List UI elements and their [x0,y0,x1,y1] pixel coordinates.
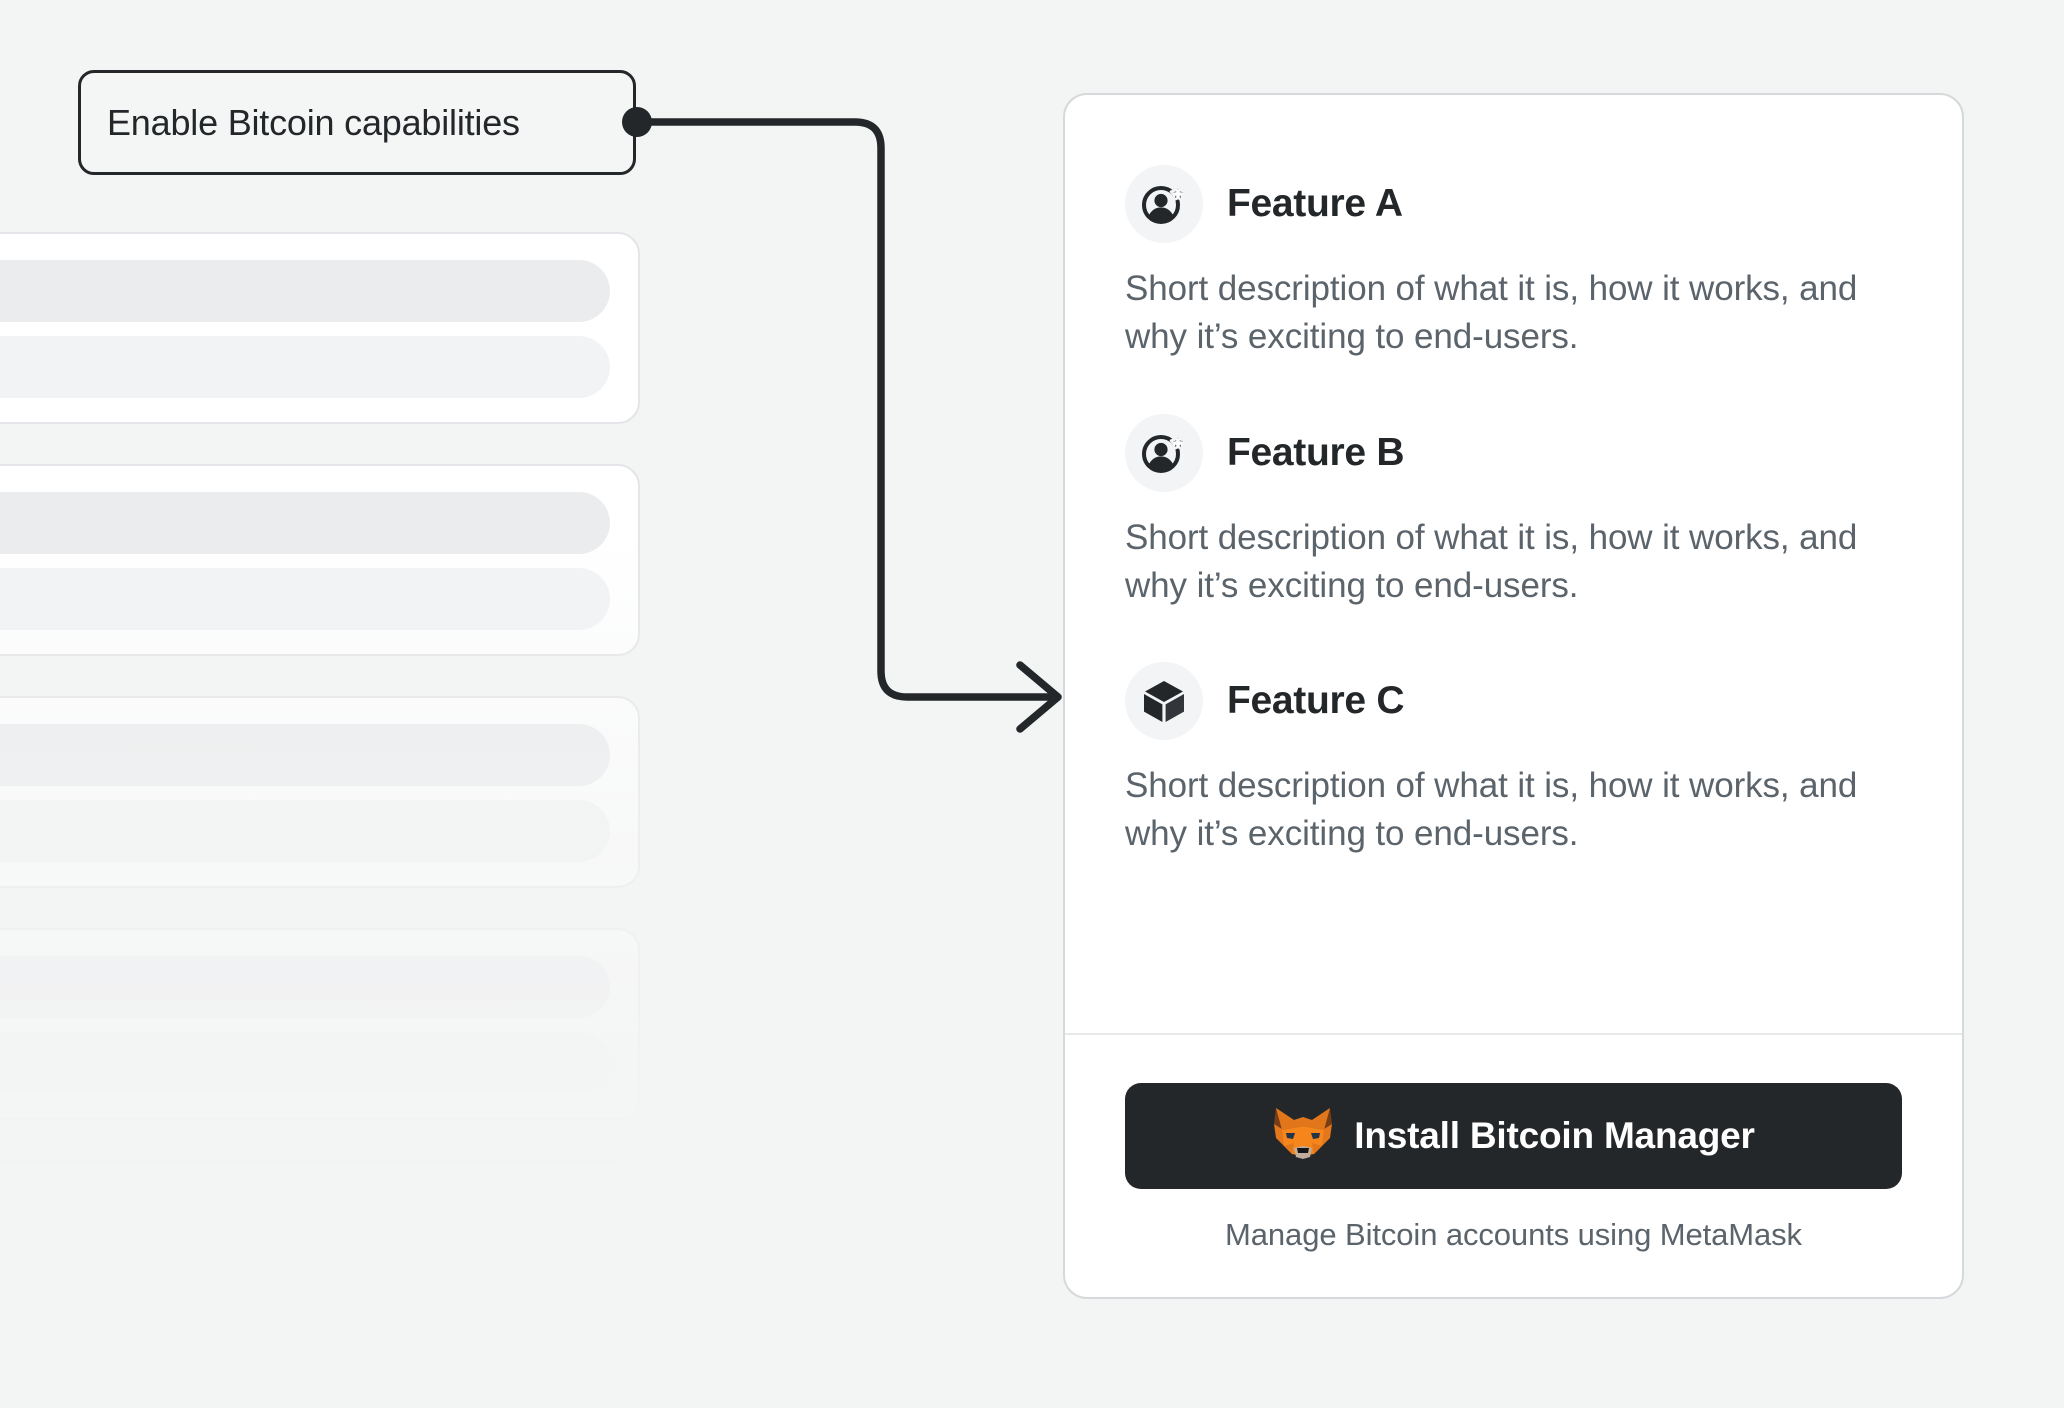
feature-header: Feature C [1125,662,1902,741]
feature-title: Feature A [1227,182,1403,225]
feature-item-b: Feature B Short description of what it i… [1125,413,1902,611]
skeleton-bar-primary [0,492,610,554]
cube-icon [1125,662,1203,741]
skeleton-card [0,928,640,1120]
skeleton-bar-primary [0,1188,610,1250]
feature-description: Short description of what it is, how it … [1125,766,1858,854]
feature-item-c: Feature C Short description of what it i… [1125,662,1902,859]
skeleton-bar-primary [0,956,610,1018]
feature-list: Feature A Short description of what it i… [1065,95,1962,859]
skeleton-card [0,232,640,424]
skeleton-bar-primary [0,260,610,322]
feature-header: Feature B [1125,413,1902,492]
feature-description: Short description of what it is, how it … [1125,517,1858,605]
skeleton-card [0,464,640,656]
connector-path [633,118,1059,701]
skeleton-bar-secondary [0,1264,610,1326]
bitcoin-capabilities-panel: Feature A Short description of what it i… [1063,93,1964,1299]
account-add-icon [1125,165,1203,243]
callout-label-enable-bitcoin-capabilities: Enable Bitcoin capabilities [78,70,636,175]
loading-placeholder-account-list [0,232,640,1408]
skeleton-bar-secondary [0,1032,610,1094]
feature-description: Short description of what it is, how it … [1125,269,1858,357]
skeleton-bar-secondary [0,800,610,862]
skeleton-bar-secondary [0,568,610,630]
callout-label-text: Enable Bitcoin capabilities [107,101,520,143]
skeleton-card [0,696,640,888]
footer-note: Manage Bitcoin accounts using MetaMask [1225,1217,1802,1252]
skeleton-card [0,1160,640,1352]
connector-arrowhead [1016,661,1062,733]
skeleton-bar-secondary [0,336,610,398]
feature-header: Feature A [1125,165,1902,243]
feature-title: Feature C [1227,679,1405,723]
skeleton-bar-primary [0,724,610,786]
feature-item-a: Feature A Short description of what it i… [1125,165,1902,362]
account-add-icon [1125,413,1203,492]
metamask-fox-icon [1272,1106,1334,1167]
install-bitcoin-manager-button[interactable]: Install Bitcoin Manager [1125,1083,1902,1189]
install-button-label: Install Bitcoin Manager [1354,1115,1755,1156]
skeleton-card [0,1392,640,1408]
feature-title: Feature B [1227,430,1405,474]
panel-footer: Install Bitcoin Manager Manage Bitcoin a… [1065,1033,1962,1297]
